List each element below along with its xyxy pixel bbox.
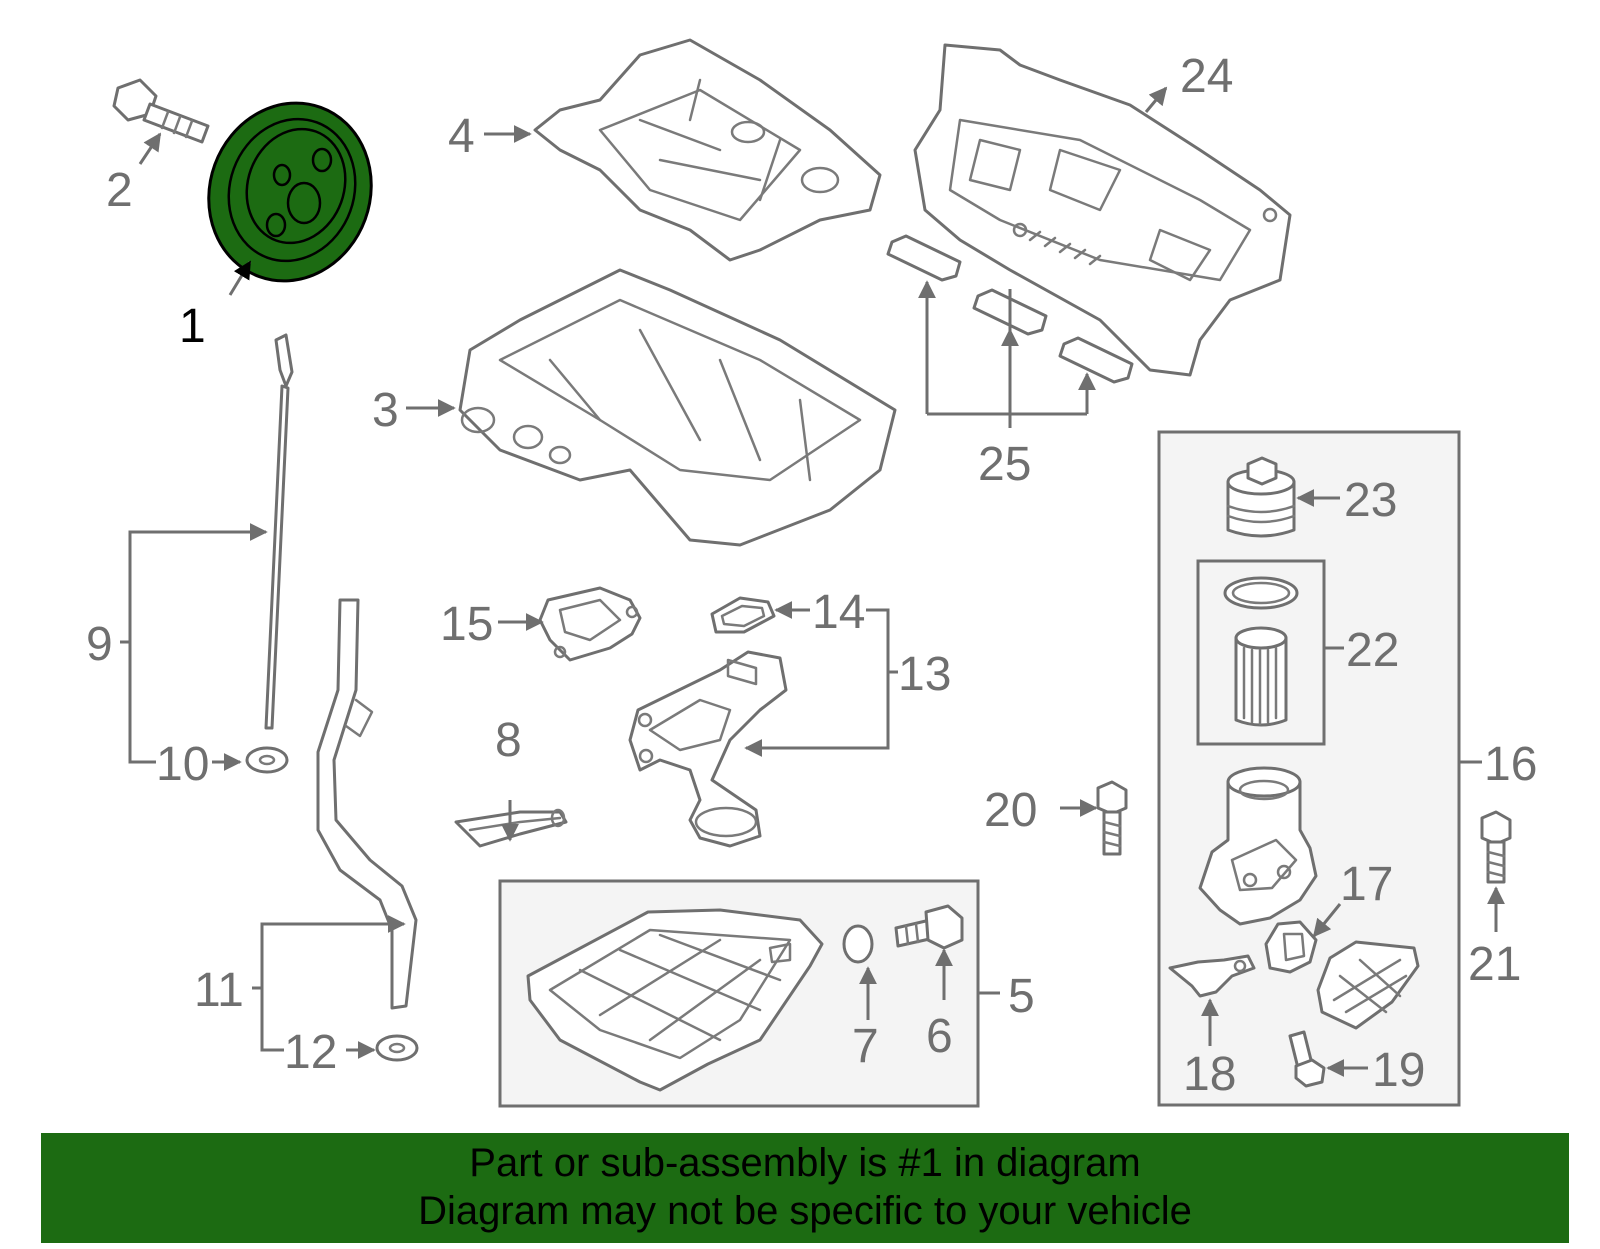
banner-line-2: Diagram may not be specific to your vehi… bbox=[418, 1189, 1192, 1233]
info-banner: Part or sub-assembly is #1 in diagram Di… bbox=[41, 1133, 1569, 1243]
part-7-oring[interactable] bbox=[842, 924, 874, 964]
label-5: 5 bbox=[1008, 970, 1035, 1023]
part-21-bolt[interactable] bbox=[1480, 810, 1512, 884]
label-19: 19 bbox=[1372, 1044, 1425, 1097]
label-14: 14 bbox=[812, 586, 865, 639]
label-1: 1 bbox=[179, 300, 206, 353]
part-3-crankcase[interactable] bbox=[458, 268, 897, 547]
label-23: 23 bbox=[1344, 474, 1397, 527]
part-16-cooler-plate[interactable] bbox=[1316, 940, 1420, 1030]
label-24: 24 bbox=[1180, 50, 1233, 103]
label-9: 9 bbox=[86, 618, 113, 671]
label-12: 12 bbox=[284, 1026, 337, 1079]
label-18: 18 bbox=[1183, 1048, 1236, 1101]
label-8: 8 bbox=[495, 714, 522, 767]
leader-lines bbox=[120, 86, 1505, 1077]
part-6-drain-plug[interactable] bbox=[894, 904, 964, 950]
part-16-filter-housing[interactable] bbox=[1198, 766, 1318, 926]
part-12-washer[interactable] bbox=[375, 1034, 419, 1062]
part-4-baffle[interactable] bbox=[533, 38, 882, 262]
label-4: 4 bbox=[448, 110, 475, 163]
label-3: 3 bbox=[372, 384, 399, 437]
callout-labels: 1 2 3 4 5 6 7 8 9 10 11 12 13 14 15 16 1… bbox=[86, 50, 1537, 1101]
label-6: 6 bbox=[926, 1010, 953, 1063]
label-2: 2 bbox=[106, 164, 133, 217]
part-23-filter-cap[interactable] bbox=[1226, 456, 1296, 538]
part-15-cover[interactable] bbox=[538, 586, 642, 662]
label-16: 16 bbox=[1484, 738, 1537, 791]
part-24-cover[interactable] bbox=[913, 43, 1292, 377]
label-21: 21 bbox=[1468, 938, 1521, 991]
label-25: 25 bbox=[978, 438, 1031, 491]
part-14-gasket[interactable] bbox=[710, 596, 776, 634]
label-17: 17 bbox=[1340, 858, 1393, 911]
part-9-dipstick[interactable] bbox=[264, 333, 294, 730]
part-10-washer[interactable] bbox=[245, 746, 289, 774]
label-22: 22 bbox=[1346, 624, 1399, 677]
group-box-16 bbox=[1157, 430, 1461, 1107]
label-15: 15 bbox=[440, 598, 493, 651]
part-17-gasket[interactable] bbox=[1264, 920, 1318, 974]
part-2-bolt[interactable] bbox=[112, 78, 210, 144]
part-5-oil-pan[interactable] bbox=[526, 908, 824, 1092]
banner-line-1: Part or sub-assembly is #1 in diagram bbox=[469, 1141, 1141, 1185]
label-11: 11 bbox=[194, 964, 244, 1017]
part-18-bracket[interactable] bbox=[1168, 954, 1256, 998]
label-13: 13 bbox=[898, 648, 951, 701]
part-1-pulley[interactable] bbox=[184, 80, 396, 304]
part-19-bolt[interactable] bbox=[1288, 1030, 1326, 1088]
part-22-filter-element[interactable] bbox=[1223, 576, 1299, 727]
label-10: 10 bbox=[156, 738, 209, 791]
part-11-tube[interactable] bbox=[316, 598, 418, 1010]
label-7: 7 bbox=[852, 1020, 879, 1073]
part-20-bolt[interactable] bbox=[1096, 780, 1128, 856]
label-20: 20 bbox=[984, 784, 1037, 837]
part-13-oil-pump[interactable] bbox=[628, 650, 788, 848]
